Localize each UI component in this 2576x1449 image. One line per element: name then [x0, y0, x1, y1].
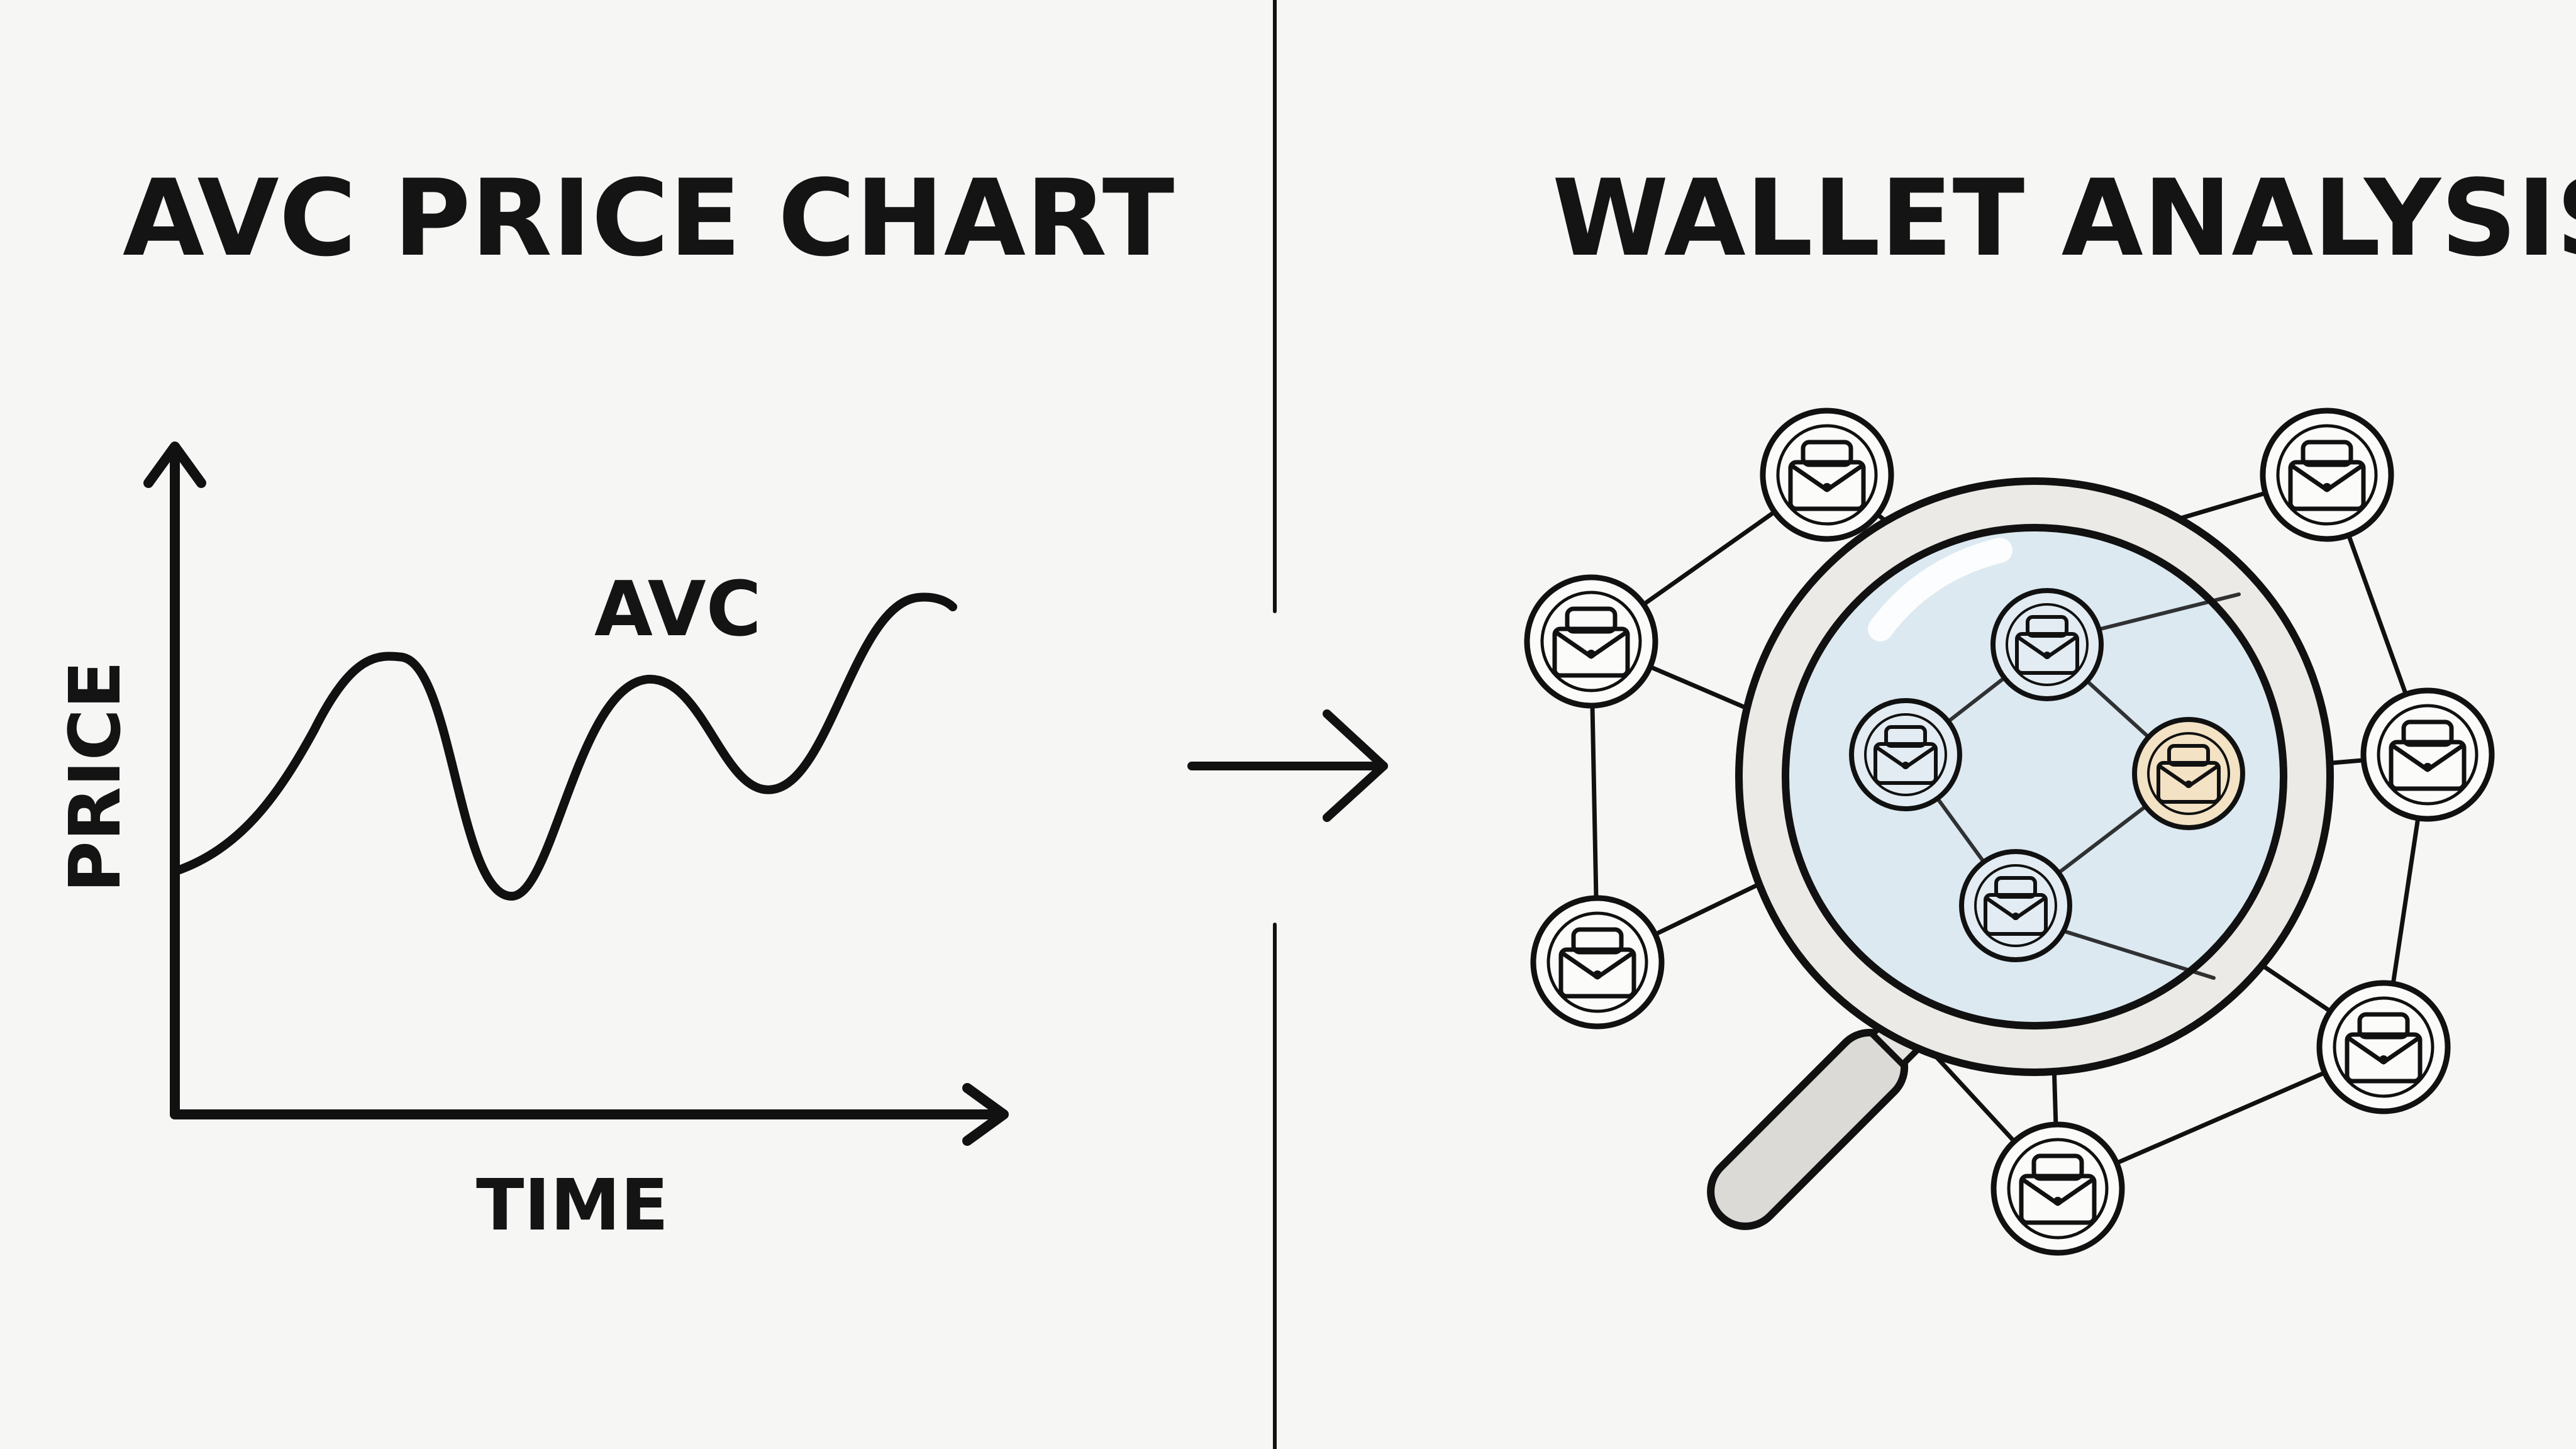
wallet-icon [1993, 591, 2101, 699]
y-axis-label: PRICE [55, 661, 136, 893]
avc-series-label: AVC [594, 566, 762, 653]
price-chart-panel: AVC PRICE CHART PRICE TIME AVC [55, 157, 1174, 1246]
y-axis-arrowhead [143, 441, 206, 488]
wallet-icon [1962, 852, 2070, 960]
magnifying-glass-icon [1707, 477, 2334, 1230]
wallet-icon [2319, 983, 2448, 1111]
wallet-icon [1533, 898, 1662, 1026]
wallet-icon [1527, 577, 1655, 706]
arrow-right-icon [1187, 709, 1388, 822]
x-axis-arrowhead [962, 1083, 1009, 1146]
x-axis-label: TIME [476, 1165, 669, 1246]
chart-axes [143, 441, 1009, 1146]
lens-glare [1868, 538, 2012, 641]
price-chart-title: AVC PRICE CHART [123, 157, 1174, 280]
wallet-icon [2263, 411, 2391, 539]
avc-price-line [172, 592, 957, 901]
panel-divider [1187, 0, 1388, 1449]
magnifier-lens [1782, 524, 2287, 1030]
wallet-icon [2363, 691, 2492, 819]
lens-wallet-nodes [1852, 591, 2243, 960]
wallet-icon [1763, 411, 1891, 539]
wallet-analysis-panel: WALLET ANALYSIS [1527, 157, 2576, 1253]
wallet-analysis-title: WALLET ANALYSIS [1552, 157, 2576, 280]
wallet-icon [1852, 701, 1960, 809]
wallet-icon-highlighted [2135, 719, 2243, 828]
wallet-icon [1994, 1124, 2122, 1253]
